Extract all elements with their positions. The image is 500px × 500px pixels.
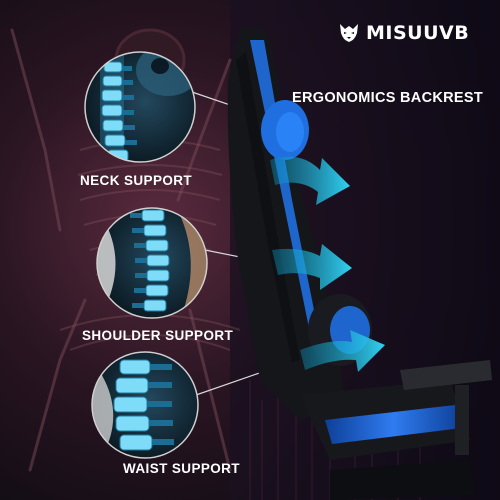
waist-support-label: WAIST SUPPORT xyxy=(123,461,240,476)
lumbar-spine-icon xyxy=(91,351,199,459)
neck-support-label: NECK SUPPORT xyxy=(80,173,193,188)
shoulder-support-label: SHOULDER SUPPORT xyxy=(82,328,234,343)
brand-name: MISUUVB xyxy=(366,22,470,44)
wolf-head-logo-icon xyxy=(340,24,358,42)
backrest-heading: ERGONOMICS BACKREST xyxy=(292,90,483,106)
brand: MISUUVB xyxy=(338,22,469,44)
cyan-support-arrow-icon xyxy=(270,156,385,372)
